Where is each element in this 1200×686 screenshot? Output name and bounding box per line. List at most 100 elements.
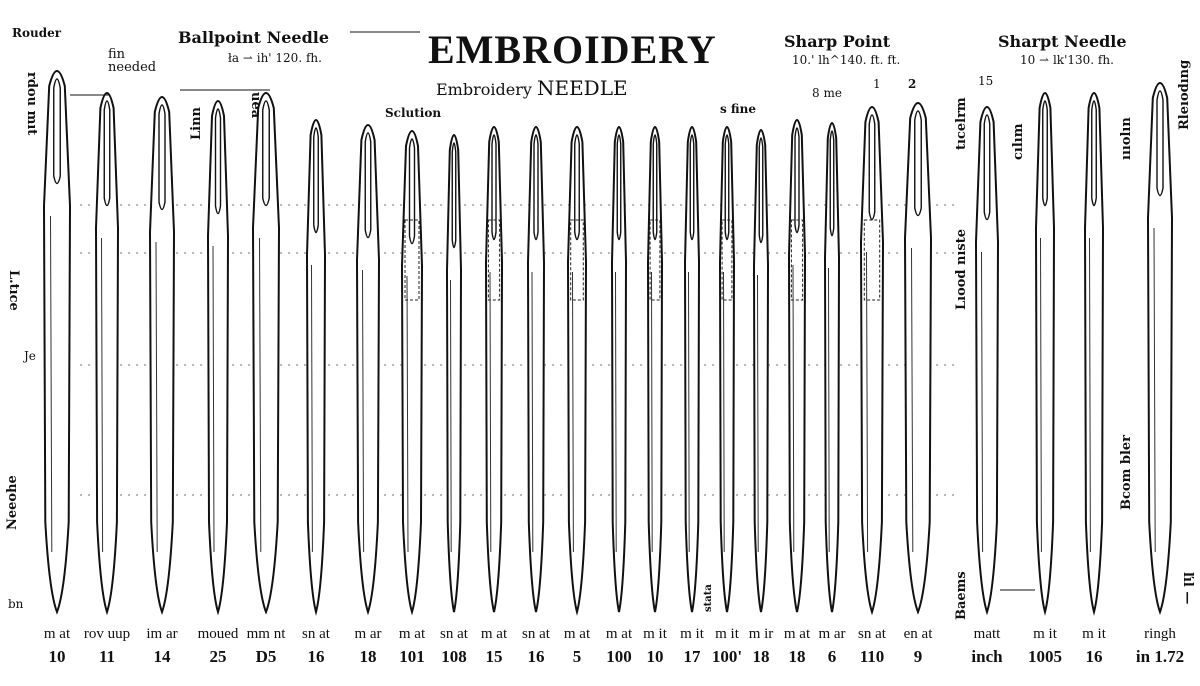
annotation-rouder: Rouder	[12, 26, 62, 40]
needle-3	[148, 96, 176, 615]
needle-eye	[364, 132, 372, 239]
needle-size: 18	[359, 647, 377, 666]
needle-10	[484, 126, 504, 613]
needle-eye	[214, 108, 222, 215]
vertical-label-left-bottom: Neeohe	[5, 475, 20, 530]
needle-size: 100	[606, 647, 632, 666]
annotation-15: 15	[978, 74, 994, 88]
needle-eye	[1042, 100, 1048, 207]
needle-6	[305, 119, 327, 616]
needle-11	[526, 126, 546, 613]
vertical-label-linn: Linn	[189, 107, 204, 140]
needle-eye	[1091, 100, 1097, 207]
annotation-bn: bn	[8, 597, 24, 611]
needle-shading	[50, 215, 53, 553]
vertical-label-right-a: tıcelrm	[954, 97, 969, 150]
needle-24	[1083, 92, 1105, 616]
needle-5	[251, 92, 281, 615]
needle-eye	[868, 114, 876, 221]
needle-type: m it	[1082, 626, 1106, 642]
needle-23	[1034, 92, 1056, 616]
annotation-s-fine: s fine	[720, 102, 757, 116]
header-sharp-needle: Sharpt Needle	[998, 32, 1127, 51]
needle-eye	[313, 127, 319, 234]
needle-eye	[689, 134, 695, 241]
needle-shading	[155, 241, 158, 553]
needle-eye	[794, 127, 800, 234]
needle-size: 14	[153, 647, 171, 666]
needle-eye	[983, 114, 991, 221]
needle-9	[445, 134, 463, 613]
needle-type: m at	[783, 626, 811, 642]
needle-type: m at	[398, 626, 426, 642]
needle-shading	[101, 237, 104, 553]
needle-size: 108	[441, 647, 467, 666]
annotation-8-me: 8 me	[812, 86, 842, 100]
needle-shading	[531, 271, 534, 553]
header-ballpoint: Ballpoint Needle	[178, 28, 330, 47]
needle-size: 16	[307, 647, 325, 666]
vertical-label-right-c: Lıood nıste	[954, 228, 969, 310]
needle-type: m ar	[818, 626, 846, 642]
needle-grip-pattern	[790, 219, 804, 301]
needle-size: 17	[683, 647, 701, 666]
vertical-label-stata: stata	[703, 584, 714, 612]
needle-25	[1146, 82, 1174, 615]
needle-type: m ir	[748, 626, 774, 642]
needle-type: mm nt	[246, 626, 286, 642]
needle-shading	[866, 251, 869, 553]
vertical-label-right-g: Baems	[954, 571, 969, 620]
vertical-label-right-b: cılım	[1011, 123, 1026, 161]
needle-8	[400, 130, 424, 616]
needle-size: 6	[827, 647, 837, 666]
needle-size: 10	[646, 647, 664, 666]
needle-size: 18	[752, 647, 770, 666]
needle-size: 9	[913, 647, 923, 666]
needle-eye	[652, 134, 658, 241]
needle-1	[42, 70, 72, 615]
needle-size: in 1.72	[1135, 647, 1185, 666]
needle-type: m at	[480, 626, 508, 642]
needle-18	[787, 119, 807, 613]
needle-eye	[724, 134, 730, 241]
needle-shading	[311, 264, 313, 553]
needle-label: m ar 6	[797, 626, 867, 667]
needle-eye	[103, 100, 111, 207]
needle-type: sn at	[302, 626, 330, 642]
needle-20	[859, 106, 885, 616]
annotation-je: Je	[24, 349, 36, 363]
needle-shading	[259, 237, 262, 553]
vertical-label-left-top: rdou mıt	[24, 72, 39, 136]
needle-size: inch	[971, 647, 1003, 666]
needle-2	[94, 92, 120, 616]
needle-grip-pattern	[487, 219, 501, 301]
needle-label: m ir 18	[726, 626, 796, 667]
needle-eye	[758, 137, 764, 244]
needle-type: sn at	[440, 626, 468, 642]
needle-type: m it	[1033, 626, 1057, 642]
needle-19	[823, 122, 841, 613]
needle-grip-pattern	[863, 219, 881, 301]
vertical-label-uea: uea	[248, 92, 263, 119]
needle-13	[610, 126, 628, 613]
needle-12	[566, 126, 588, 616]
needle-size: 16	[527, 647, 545, 666]
needle-shading	[651, 271, 653, 553]
page-subtitle: Embroidery NEEDLE	[436, 78, 628, 98]
needle-shading	[911, 247, 914, 553]
annotation-2: 2	[908, 77, 917, 91]
needle-type: rov uup	[83, 626, 131, 642]
needle-type: ringh	[1144, 626, 1176, 642]
